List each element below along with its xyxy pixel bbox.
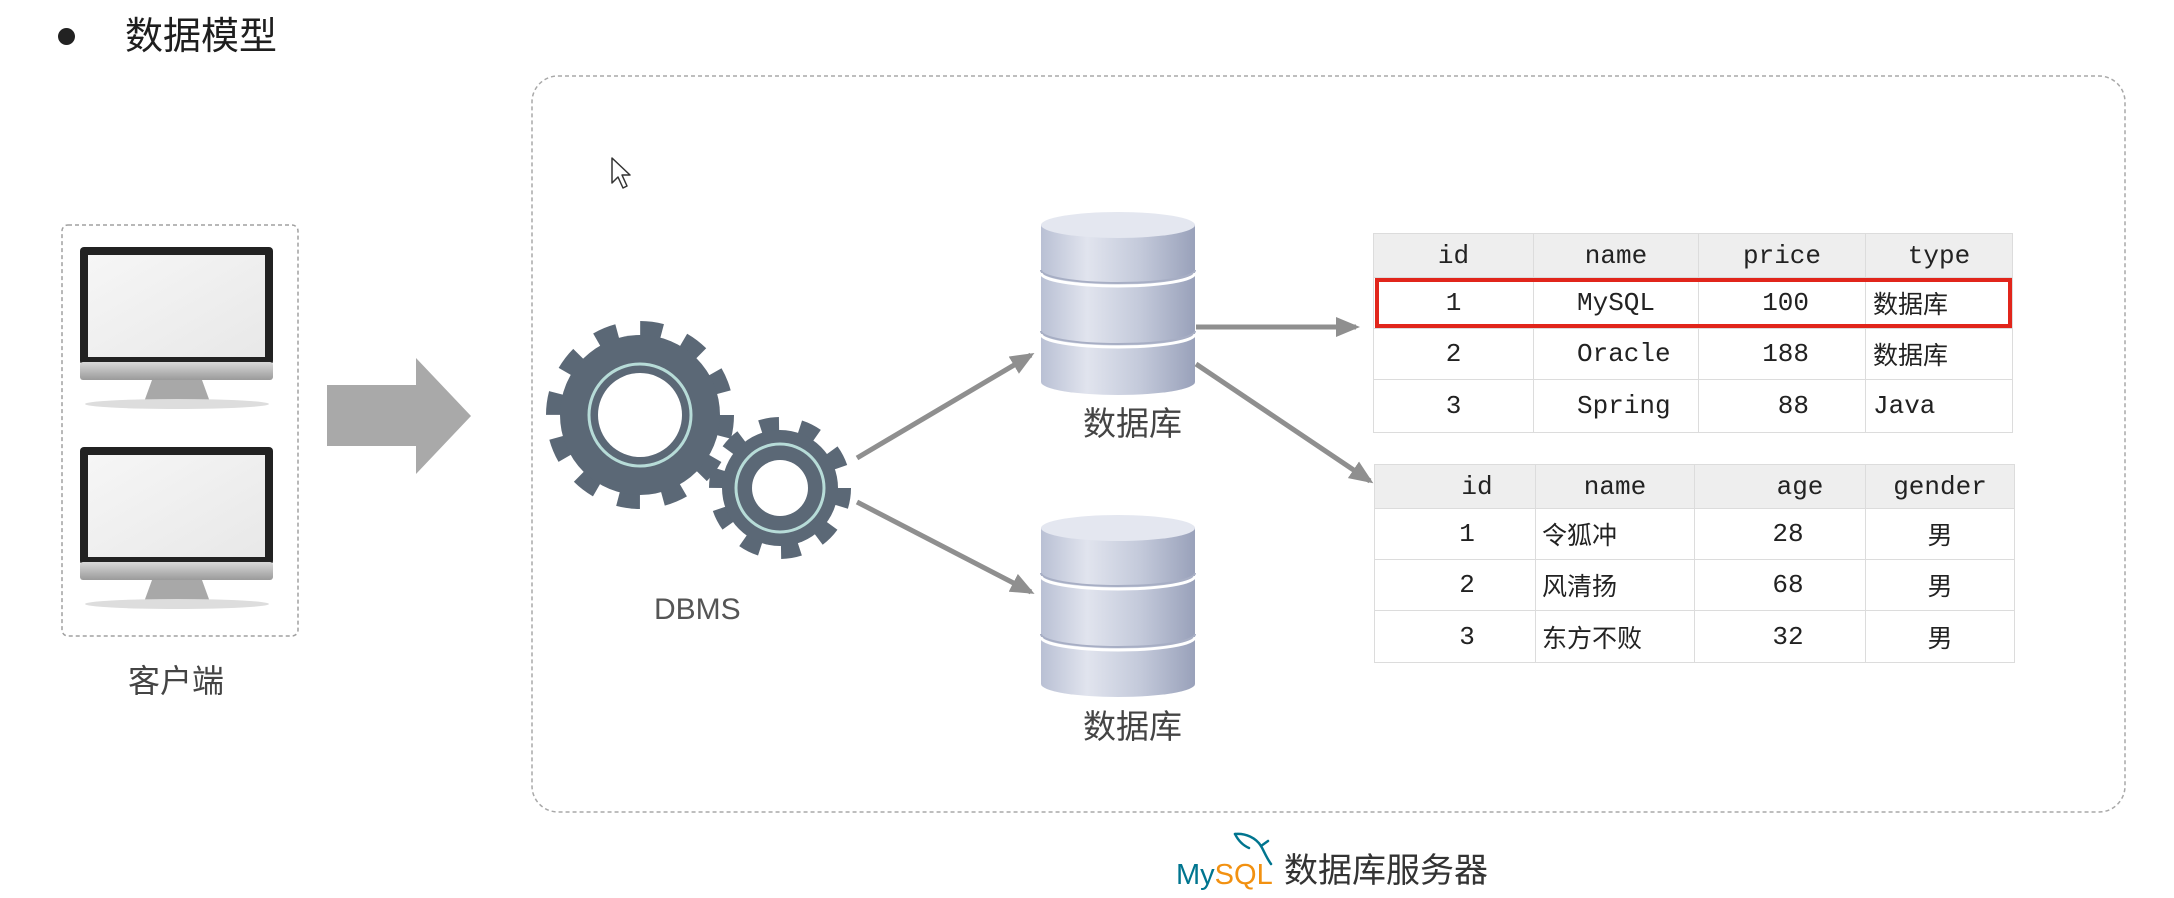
arrow-dbms-to-database-1 xyxy=(855,352,1035,461)
cell-id: 2 xyxy=(1374,329,1534,380)
database-server-frame xyxy=(531,75,2126,813)
gear-icon xyxy=(709,417,851,559)
column-header-id: id xyxy=(1375,465,1536,509)
table-row: 1 令狐冲 28 男 xyxy=(1375,509,2014,560)
cell-name: 风清扬 xyxy=(1536,560,1695,611)
cell-id: 3 xyxy=(1375,611,1536,662)
monitor-icon xyxy=(80,447,273,609)
mysql-logo: MySQL xyxy=(1176,861,1273,890)
cell-price: 100 xyxy=(1699,278,1866,329)
cell-type: 数据库 xyxy=(1866,278,2012,329)
cell-name: Spring xyxy=(1534,380,1699,432)
cell-name: MySQL xyxy=(1534,278,1699,329)
gear-icon xyxy=(546,321,734,509)
cell-id: 1 xyxy=(1375,509,1536,560)
cell-age: 68 xyxy=(1695,560,1866,611)
cell-gender: 男 xyxy=(1866,560,2014,611)
client-frame xyxy=(61,224,299,637)
cursor-icon xyxy=(611,157,631,189)
cell-id: 1 xyxy=(1374,278,1534,329)
cell-id: 3 xyxy=(1374,380,1534,432)
cell-gender: 男 xyxy=(1866,509,2014,560)
dbms-label: DBMS xyxy=(654,593,741,626)
product-table: id name price type 1 MySQL 100 数据库 2 Ora… xyxy=(1373,233,2013,433)
database-label: 数据库 xyxy=(1083,707,1182,746)
client-to-server-arrow xyxy=(327,358,471,474)
column-header-name: name xyxy=(1536,465,1695,509)
monitor-icon xyxy=(80,247,273,409)
cell-age: 32 xyxy=(1695,611,1866,662)
table-row: 1 MySQL 100 数据库 xyxy=(1374,278,2012,329)
database-label: 数据库 xyxy=(1083,404,1182,443)
database-server-label: 数据库服务器 xyxy=(1284,851,1488,891)
column-header-age: age xyxy=(1695,465,1866,509)
cell-id: 2 xyxy=(1375,560,1536,611)
logo-text-my: My xyxy=(1176,859,1215,891)
column-header-type: type xyxy=(1866,234,2012,278)
table-row: 2 Oracle 188 数据库 xyxy=(1374,329,2012,380)
arrow-database-to-table-2 xyxy=(1194,361,1374,484)
table-row: 2 风清扬 68 男 xyxy=(1375,560,2014,611)
client-label: 客户端 xyxy=(128,662,225,700)
bullet-icon xyxy=(58,28,75,45)
cell-gender: 男 xyxy=(1927,623,1953,653)
database-cylinder-icon xyxy=(1039,212,1197,395)
table-row: 3 东方不败 32 男 xyxy=(1375,611,2014,662)
column-header-gender: gender xyxy=(1866,465,2014,509)
column-header-name: name xyxy=(1534,234,1699,278)
highlighted-row-frame xyxy=(1375,278,2012,328)
cell-type: Java xyxy=(1873,391,1936,421)
column-header-id: id xyxy=(1374,234,1534,278)
database-cylinder-icon xyxy=(1039,515,1197,697)
page-title: 数据模型 xyxy=(125,14,278,58)
mysql-dolphin-icon xyxy=(1233,832,1273,866)
table-header-row: id name age gender xyxy=(1375,465,2014,509)
column-header-price: price xyxy=(1699,234,1866,278)
cell-name: Oracle xyxy=(1534,329,1699,380)
cell-type: 数据库 xyxy=(1866,329,2012,380)
logo-text-sql: SQL xyxy=(1214,859,1273,891)
cell-price: 88 xyxy=(1699,380,1866,432)
table-header-row: id name price type xyxy=(1374,234,2012,278)
person-table: id name age gender 1 令狐冲 28 男 2 风清扬 68 男… xyxy=(1374,464,2015,663)
table-row: 3 Spring 88 Java xyxy=(1374,380,2012,432)
cell-name: 令狐冲 xyxy=(1536,509,1695,560)
cell-price: 188 xyxy=(1699,329,1866,380)
arrow-dbms-to-database-2 xyxy=(855,499,1035,595)
cell-name: 东方不败 xyxy=(1536,611,1695,662)
cell-age: 28 xyxy=(1695,509,1866,560)
